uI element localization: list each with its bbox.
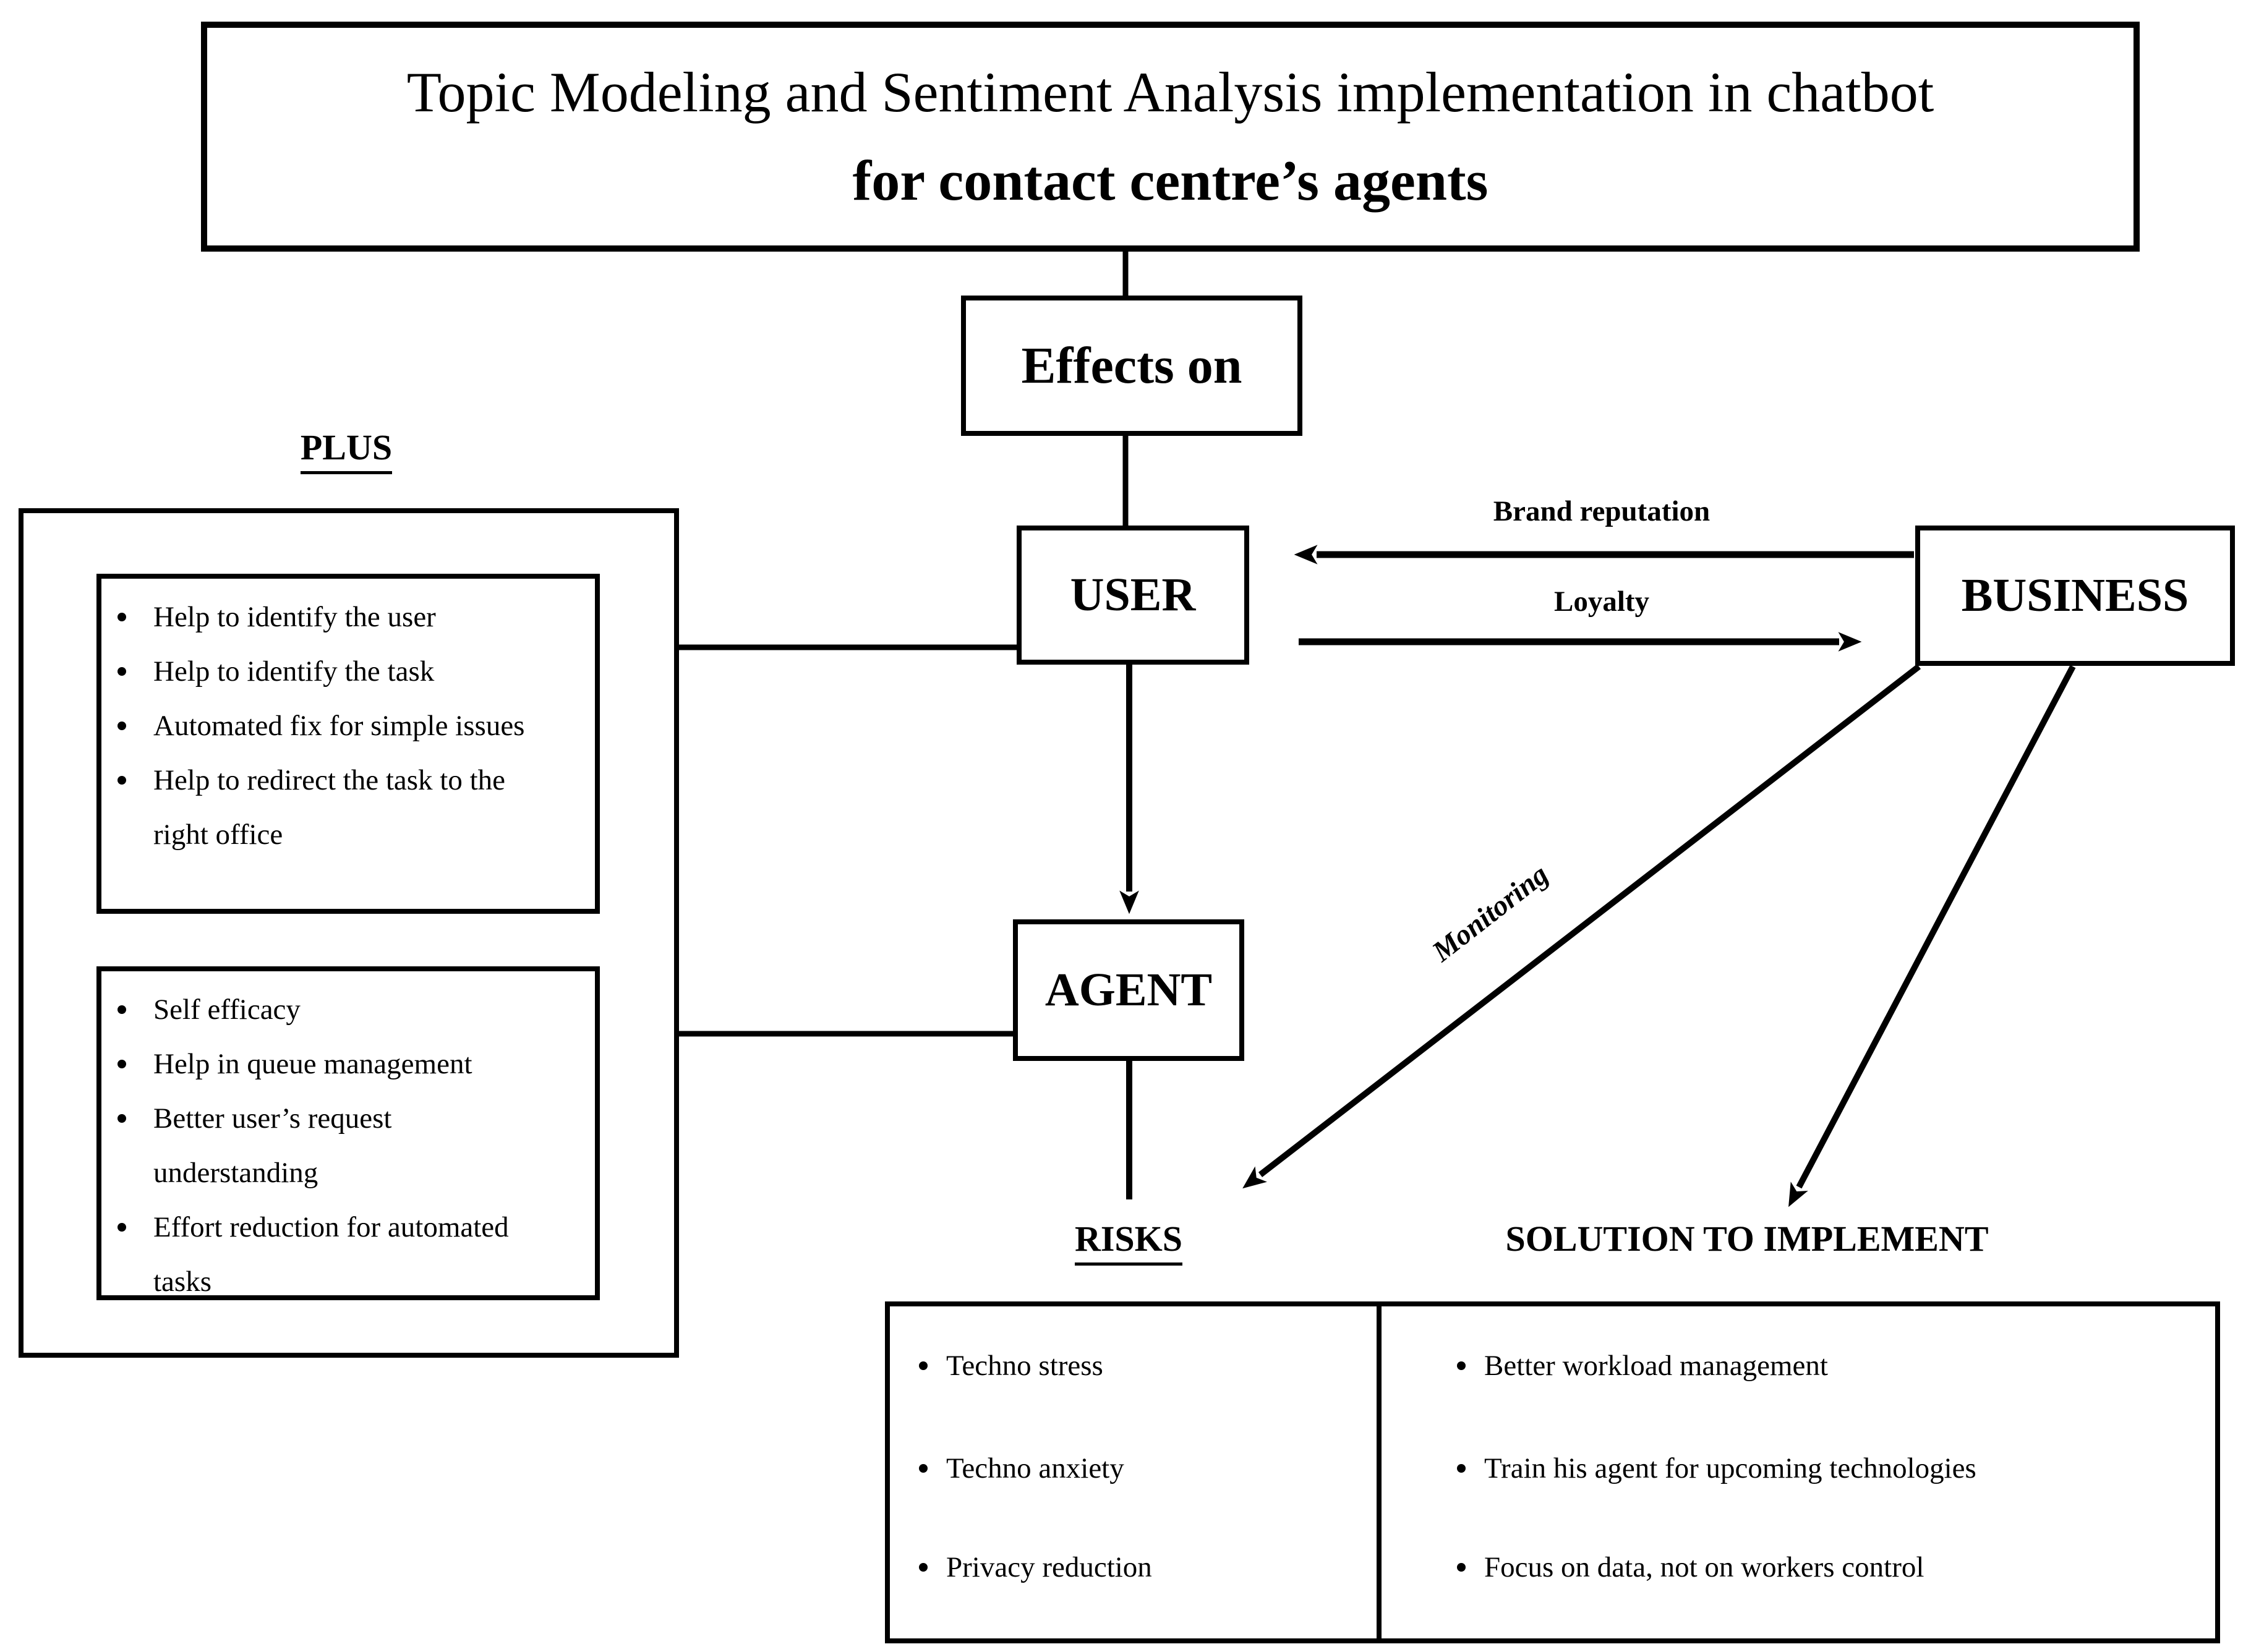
solution-label: Train his agent for upcoming technologie… (1484, 1452, 1976, 1484)
risk-label: Techno anxiety (946, 1452, 1124, 1484)
effects-on-box: Effects on (961, 296, 1302, 436)
title-box: Topic Modeling and Sentiment Analysis im… (201, 22, 2140, 252)
risks-heading-text: RISKS (1074, 1219, 1183, 1266)
list-item-text: Help to identify the user (153, 601, 436, 633)
list-item-text: Self efficacy (153, 994, 301, 1026)
list-item-text: Automated fix for simple issues (153, 710, 525, 742)
monitoring-arrow (1242, 664, 1921, 1189)
list-item-text: Better user’s request understanding (153, 1102, 392, 1189)
risks-solutions-box (885, 1301, 2220, 1643)
bullet-icon (117, 613, 126, 621)
list-item: Help in queue management (101, 1037, 595, 1091)
risk-label: Privacy reduction (946, 1551, 1152, 1583)
list-item-text: Help to redirect the task to the right o… (153, 764, 506, 851)
solution-row: Better workload management (1457, 1346, 1828, 1386)
plus-agent-benefits-box: Self efficacy Help in queue management B… (96, 966, 600, 1300)
list-item-text: Help to identify the task (153, 655, 435, 688)
solution-row: Train his agent for upcoming technologie… (1457, 1449, 1976, 1488)
bullet-icon (117, 1060, 126, 1068)
user-label: USER (1070, 569, 1196, 621)
bullet-icon (919, 1464, 928, 1473)
risk-row: Techno stress (919, 1346, 1103, 1386)
list-item: Help to identify the task (101, 644, 595, 699)
risk-label: Techno stress (946, 1350, 1103, 1382)
bullet-icon (117, 1114, 126, 1123)
title-line-1: Topic Modeling and Sentiment Analysis im… (406, 61, 1934, 124)
list-item: Help to identify the user (101, 590, 595, 644)
list-item: Help to redirect the task to the right o… (101, 753, 595, 862)
bullet-icon (919, 1361, 928, 1370)
plus-heading-text: PLUS (300, 428, 393, 474)
plus-agent-benefits-list: Self efficacy Help in queue management B… (101, 971, 595, 1309)
bullet-icon (117, 776, 126, 785)
user-box: USER (1017, 526, 1249, 665)
bullet-icon (919, 1563, 928, 1572)
agent-box: AGENT (1013, 919, 1244, 1061)
bullet-icon (117, 667, 126, 676)
business-box: BUSINESS (1915, 526, 2235, 666)
bullet-icon (117, 722, 126, 730)
title-line-2: for contact centre’s agents (852, 149, 1489, 212)
solution-label: Focus on data, not on workers control (1484, 1551, 1924, 1583)
list-item-text: Effort reduction for automated tasks (153, 1211, 509, 1298)
plus-user-benefits-list: Help to identify the user Help to identi… (101, 579, 595, 862)
loyalty-label: Loyalty (1553, 585, 1650, 618)
bullet-icon (1457, 1563, 1466, 1572)
business-solution-arrow (1788, 665, 2076, 1207)
risks-heading: RISKS (1030, 1219, 1228, 1266)
list-item: Self efficacy (101, 982, 595, 1037)
brand-reputation-label: Brand reputation (1493, 495, 1711, 527)
list-item: Automated fix for simple issues (101, 699, 595, 753)
plus-user-benefits-box: Help to identify the user Help to identi… (96, 574, 600, 914)
list-item: Effort reduction for automated tasks (101, 1200, 595, 1309)
solution-row: Focus on data, not on workers control (1457, 1548, 1924, 1587)
agent-label: AGENT (1044, 964, 1213, 1016)
list-item-text: Help in queue management (153, 1048, 472, 1080)
bullet-icon (1457, 1464, 1466, 1473)
risk-row: Privacy reduction (919, 1548, 1152, 1587)
solution-heading: SOLUTION TO IMPLEMENT (1505, 1219, 1989, 1259)
business-label: BUSINESS (1961, 569, 2189, 621)
bullet-icon (1457, 1361, 1466, 1370)
bullet-icon (117, 1005, 126, 1014)
bullet-icon (117, 1223, 126, 1232)
solution-label: Better workload management (1484, 1350, 1828, 1382)
risks-solutions-divider (1377, 1301, 1382, 1643)
list-item: Better user’s request understanding (101, 1091, 595, 1200)
risk-row: Techno anxiety (919, 1449, 1124, 1488)
effects-on-label: Effects on (1021, 337, 1242, 394)
plus-heading: PLUS (247, 428, 445, 474)
